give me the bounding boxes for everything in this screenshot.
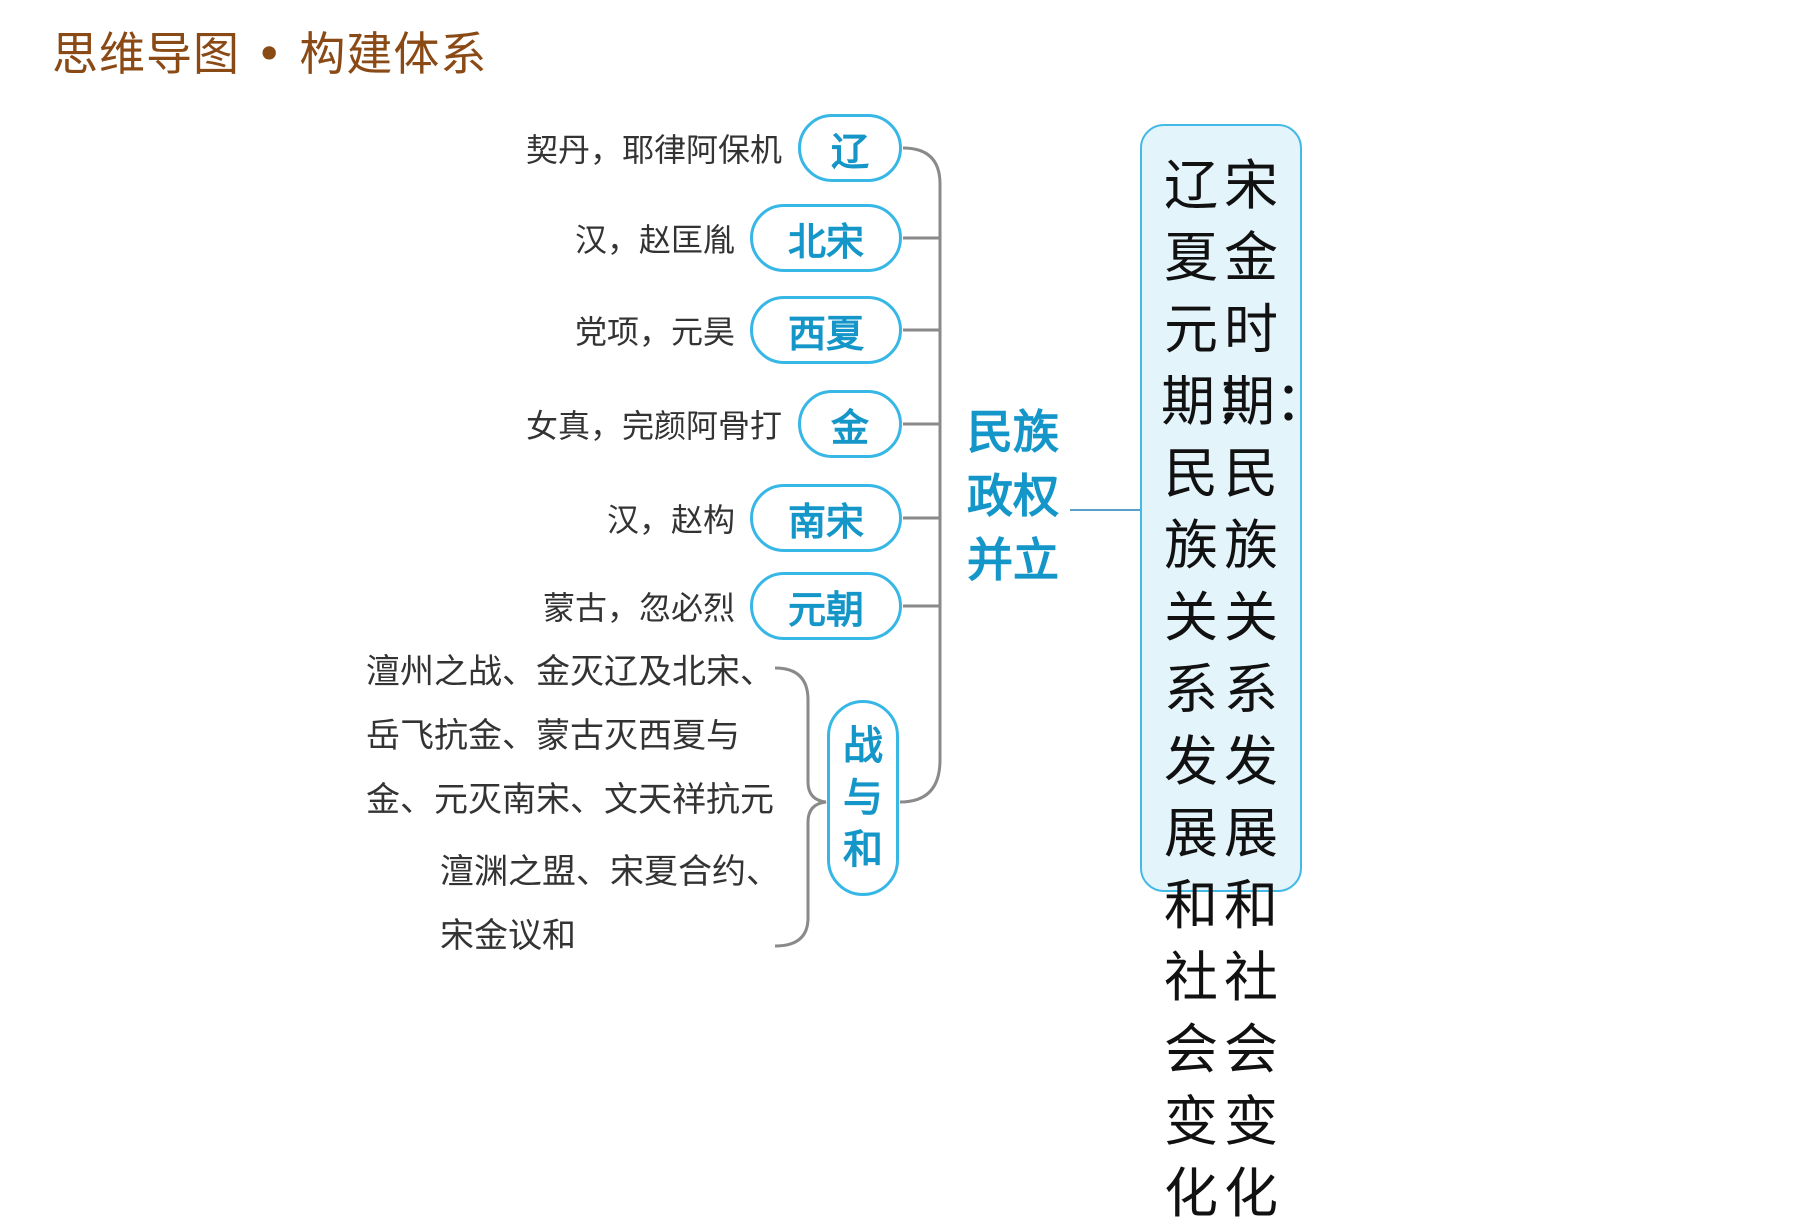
- peace-line: 澶渊之盟、宋夏合约、: [440, 852, 780, 892]
- page-title: 思维导图 • 构建体系: [52, 27, 488, 81]
- regime-bracket: [899, 146, 942, 804]
- regime-desc-beisong: 汉，赵匡胤: [574, 221, 735, 259]
- regime-pill-xixia: 西夏: [750, 296, 902, 364]
- regime-pill-yuan: 元朝: [750, 572, 902, 640]
- war-peace-bracket: [774, 666, 827, 948]
- regime-pill-nansong: 南宋: [750, 484, 902, 552]
- regime-pill-liao: 辽: [798, 114, 902, 182]
- regime-desc-yuan: 蒙古，忽必烈: [542, 589, 735, 627]
- peace-events: 澶渊之盟、宋夏合约、 宋金议和: [440, 840, 780, 968]
- topic-column-right: 宋金时期：民族关系发展和社会变化: [1221, 154, 1329, 1225]
- peace-line: 宋金议和: [440, 916, 576, 956]
- regime-desc-nansong: 汉，赵构: [606, 501, 735, 539]
- war-line: 岳飞抗金、蒙古灭西夏与: [366, 716, 740, 756]
- regime-desc-jin: 女真，完颜阿骨打: [525, 407, 782, 445]
- regime-desc-xixia: 党项，元昊: [574, 313, 735, 351]
- regime-desc-liao: 契丹，耶律阿保机: [525, 131, 782, 169]
- regime-pill-jin: 金: [798, 390, 902, 458]
- topic-column-left: 辽夏元期：民族关系发展和社会变化: [1161, 154, 1269, 1225]
- war-line: 金、元灭南宋、文天祥抗元: [366, 780, 774, 820]
- branch-label-regimes: 民族政权并立: [967, 405, 1059, 587]
- war-peace-pill: 战与和: [827, 700, 899, 896]
- war-line: 澶州之战、金灭辽及北宋、: [366, 652, 774, 692]
- central-topic: 宋金时期：民族关系发展和社会变化 辽夏元期：民族关系发展和社会变化: [1140, 124, 1329, 1225]
- regime-pill-beisong: 北宋: [750, 204, 902, 272]
- war-events: 澶州之战、金灭辽及北宋、 岳飞抗金、蒙古灭西夏与 金、元灭南宋、文天祥抗元: [366, 640, 774, 832]
- connector-lines: [774, 146, 1140, 948]
